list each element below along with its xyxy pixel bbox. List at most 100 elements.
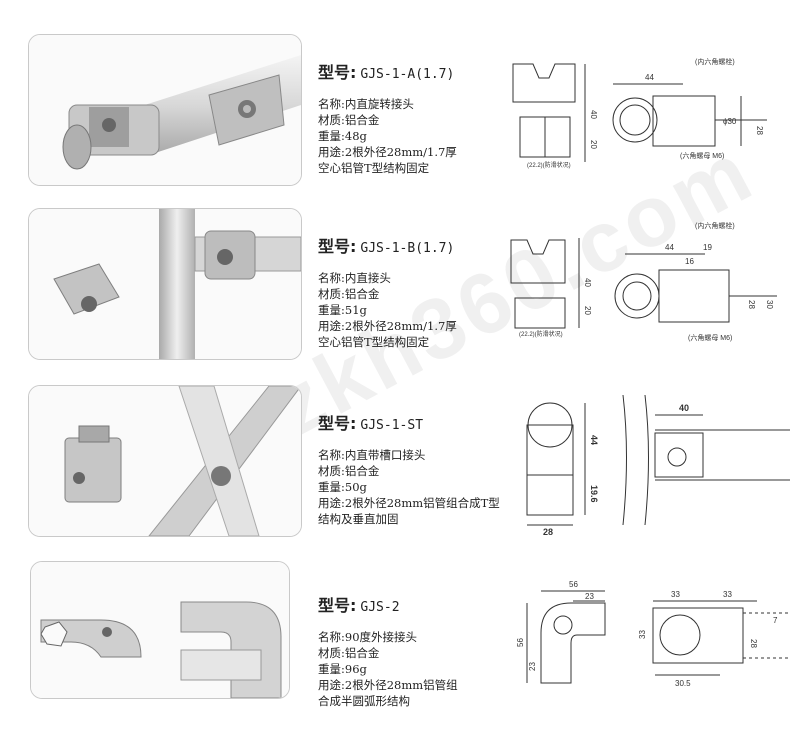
weight-key: 重量:: [318, 303, 345, 317]
dim-44: 44: [589, 435, 599, 445]
dim-56-top: 56: [569, 580, 578, 589]
weight-value: 48g: [344, 129, 367, 143]
material-key: 材质:: [318, 464, 345, 478]
product-photo: [28, 208, 302, 360]
model-number: GJS-1-A(1.7): [360, 67, 455, 82]
product-photo: [28, 34, 302, 186]
name-value: 内直带槽口接头: [344, 448, 426, 462]
model-label: 型号:: [318, 414, 357, 433]
dim-44: 44: [645, 73, 654, 82]
material-row: 材质:铝合金: [318, 286, 518, 302]
dim-7: 7: [773, 616, 778, 625]
material-value: 铝合金: [344, 646, 380, 660]
dim-19-6: 19.6: [589, 485, 599, 503]
usage-value-line1: 2根外径28mm/1.7厚: [344, 145, 457, 159]
material-key: 材质:: [318, 113, 345, 127]
model-line: 型号:GJS-2: [318, 595, 518, 619]
dim-33-a: 33: [671, 590, 680, 599]
model-line: 型号:GJS-1-ST: [318, 413, 518, 437]
note-hex-bolt: (内六角螺栓): [695, 221, 735, 230]
dim-23-top: 23: [585, 592, 594, 601]
technical-drawing: (22.2)(防滑状况) 40 20 44 (内六角螺栓) ϕ30 28 (六角…: [505, 22, 790, 192]
usage-value-line2: 空心铝管T型结构固定: [318, 161, 430, 175]
weight-key: 重量:: [318, 129, 345, 143]
spec-block: 型号:GJS-1-A(1.7) 名称:内直旋转接头 材质:铝合金 重量:48g …: [318, 62, 518, 176]
weight-key: 重量:: [318, 480, 345, 494]
usage-row: 用途:2根外径28mm/1.7厚: [318, 318, 518, 334]
usage-value-line1: 2根外径28mm铝管组: [344, 678, 458, 692]
dim-28: 28: [749, 639, 758, 648]
dim-40: 40: [679, 403, 689, 413]
technical-drawing: (22.2)(防滑状况) 40 20 44 19 (内六角螺栓) 16 28 3…: [505, 198, 790, 368]
dim-23-side: 23: [528, 662, 537, 671]
usage-row-cont: 空心铝管T型结构固定: [318, 160, 518, 176]
note-hex-bolt: (内六角螺栓): [695, 57, 735, 66]
dim-33-b: 33: [723, 590, 732, 599]
name-row: 名称:内直旋转接头: [318, 96, 518, 112]
name-key: 名称:: [318, 271, 345, 285]
weight-value: 50g: [344, 480, 367, 494]
material-key: 材质:: [318, 646, 345, 660]
model-line: 型号:GJS-1-B(1.7): [318, 236, 518, 260]
usage-value-line2: 合成半圆弧形结构: [318, 694, 410, 708]
weight-row: 重量:96g: [318, 661, 518, 677]
note-nut: (六角螺母 M6): [680, 151, 724, 160]
name-row: 名称:内直带槽口接头: [318, 447, 518, 463]
model-label: 型号:: [318, 63, 357, 82]
spec-block: 型号:GJS-1-ST 名称:内直带槽口接头 材质:铝合金 重量:50g 用途:…: [318, 413, 518, 527]
dim-30: 30: [765, 300, 774, 309]
dim-40: 40: [589, 110, 598, 119]
product-row-gjs-1-st: 型号:GJS-1-ST 名称:内直带槽口接头 材质:铝合金 重量:50g 用途:…: [0, 375, 800, 545]
dim-note-anti: (22.2)(防滑状况): [527, 161, 571, 169]
product-row-gjs-1-b: 型号:GJS-1-B(1.7) 名称:内直接头 材质:铝合金 重量:51g 用途…: [0, 198, 800, 368]
dim-20: 20: [589, 140, 598, 149]
dim-28: 28: [747, 300, 756, 309]
material-row: 材质:铝合金: [318, 645, 518, 661]
dim-33-side: 33: [638, 630, 647, 639]
technical-drawing: 56 23 56 23 33 33 33 28 7 30.5: [505, 553, 790, 723]
usage-key: 用途:: [318, 678, 345, 692]
weight-row: 重量:51g: [318, 302, 518, 318]
usage-row: 用途:2根外径28mm铝管组: [318, 677, 518, 693]
model-number: GJS-1-B(1.7): [360, 241, 455, 256]
usage-row-cont: 结构及垂直加固: [318, 511, 518, 527]
dim-16: 16: [685, 257, 694, 266]
usage-value-line2: 空心铝管T型结构固定: [318, 335, 430, 349]
usage-key: 用途:: [318, 319, 345, 333]
material-value: 铝合金: [344, 113, 380, 127]
dim-44: 44: [665, 243, 674, 252]
name-value: 90度外接接头: [344, 630, 418, 644]
material-row: 材质:铝合金: [318, 112, 518, 128]
dim-19: 19: [703, 243, 712, 252]
model-number: GJS-2: [360, 600, 400, 615]
material-value: 铝合金: [344, 464, 380, 478]
usage-row-cont: 合成半圆弧形结构: [318, 693, 518, 709]
spec-block: 型号:GJS-1-B(1.7) 名称:内直接头 材质:铝合金 重量:51g 用途…: [318, 236, 518, 350]
model-number: GJS-1-ST: [360, 418, 424, 433]
model-line: 型号:GJS-1-A(1.7): [318, 62, 518, 86]
weight-row: 重量:50g: [318, 479, 518, 495]
name-value: 内直旋转接头: [344, 97, 414, 111]
product-row-gjs-2: 型号:GJS-2 名称:90度外接接头 材质:铝合金 重量:96g 用途:2根外…: [0, 553, 800, 723]
material-row: 材质:铝合金: [318, 463, 518, 479]
product-photo: [30, 561, 290, 699]
usage-row: 用途:2根外径28mm铝管组合成T型: [318, 495, 518, 511]
material-value: 铝合金: [344, 287, 380, 301]
dim-30-5: 30.5: [675, 679, 691, 688]
weight-row: 重量:48g: [318, 128, 518, 144]
name-row: 名称:内直接头: [318, 270, 518, 286]
name-value: 内直接头: [344, 271, 391, 285]
model-label: 型号:: [318, 237, 357, 256]
dim-28: 28: [755, 126, 764, 135]
name-key: 名称:: [318, 448, 345, 462]
weight-value: 96g: [344, 662, 367, 676]
product-row-gjs-1-a: 型号:GJS-1-A(1.7) 名称:内直旋转接头 材质:铝合金 重量:48g …: [0, 22, 800, 192]
product-photo: [28, 385, 302, 537]
material-key: 材质:: [318, 287, 345, 301]
dim-20: 20: [583, 306, 592, 315]
technical-drawing: 44 19.6 28 40: [505, 375, 790, 545]
usage-row-cont: 空心铝管T型结构固定: [318, 334, 518, 350]
name-key: 名称:: [318, 97, 345, 111]
dim-40: 40: [583, 278, 592, 287]
name-key: 名称:: [318, 630, 345, 644]
